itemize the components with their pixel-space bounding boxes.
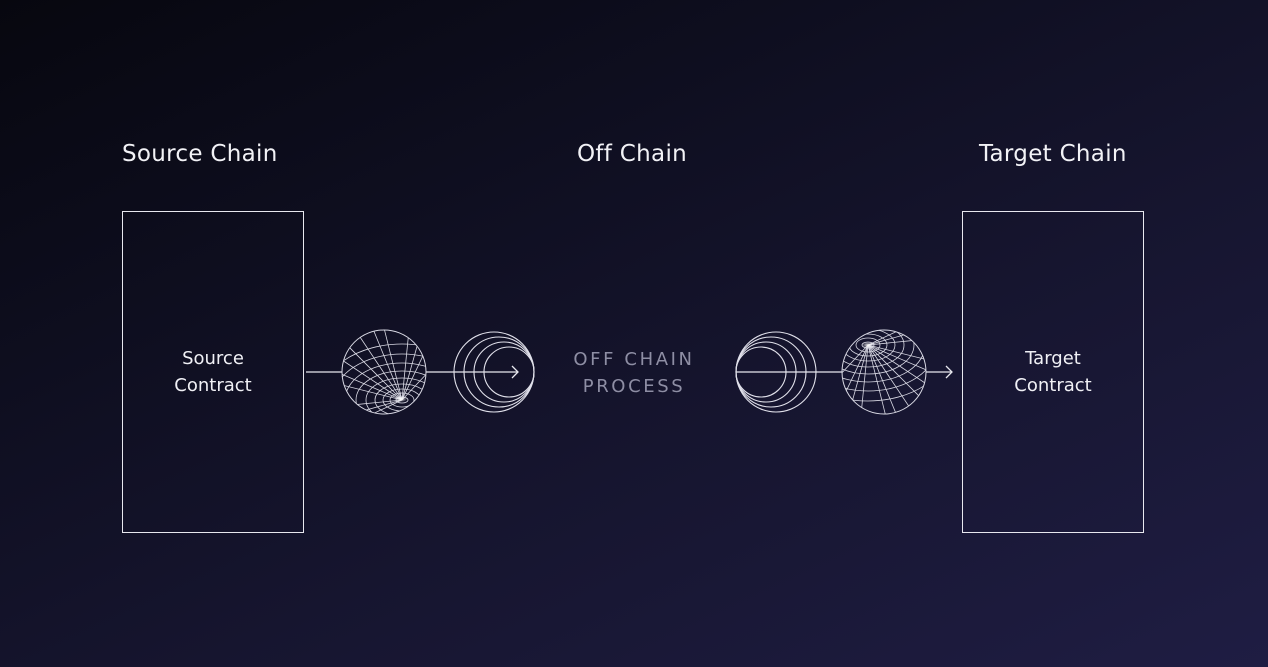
arrow-line-right — [736, 365, 953, 379]
wireframe-globe-icon — [841, 329, 927, 415]
concentric-rings-icon — [453, 331, 535, 413]
off-chain-process-label: OFF CHAIN PROCESS — [564, 346, 704, 400]
target-contract-box: Target Contract — [962, 211, 1144, 533]
source-contract-box: Source Contract — [122, 211, 304, 533]
arrow-line-left — [306, 365, 519, 379]
target-chain-heading: Target Chain — [979, 141, 1127, 167]
source-contract-label: Source Contract — [174, 345, 251, 399]
process-line-1: OFF CHAIN — [573, 349, 695, 370]
target-contract-line-2: Contract — [1014, 375, 1092, 396]
off-chain-heading: Off Chain — [577, 141, 688, 167]
target-contract-line-1: Target — [1025, 348, 1081, 369]
source-chain-heading: Source Chain — [122, 141, 278, 167]
source-contract-line-2: Contract — [174, 375, 252, 396]
process-line-2: PROCESS — [582, 376, 686, 397]
wireframe-globe-icon — [341, 329, 427, 415]
target-contract-label: Target Contract — [1014, 345, 1091, 399]
source-contract-line-1: Source — [182, 348, 244, 369]
